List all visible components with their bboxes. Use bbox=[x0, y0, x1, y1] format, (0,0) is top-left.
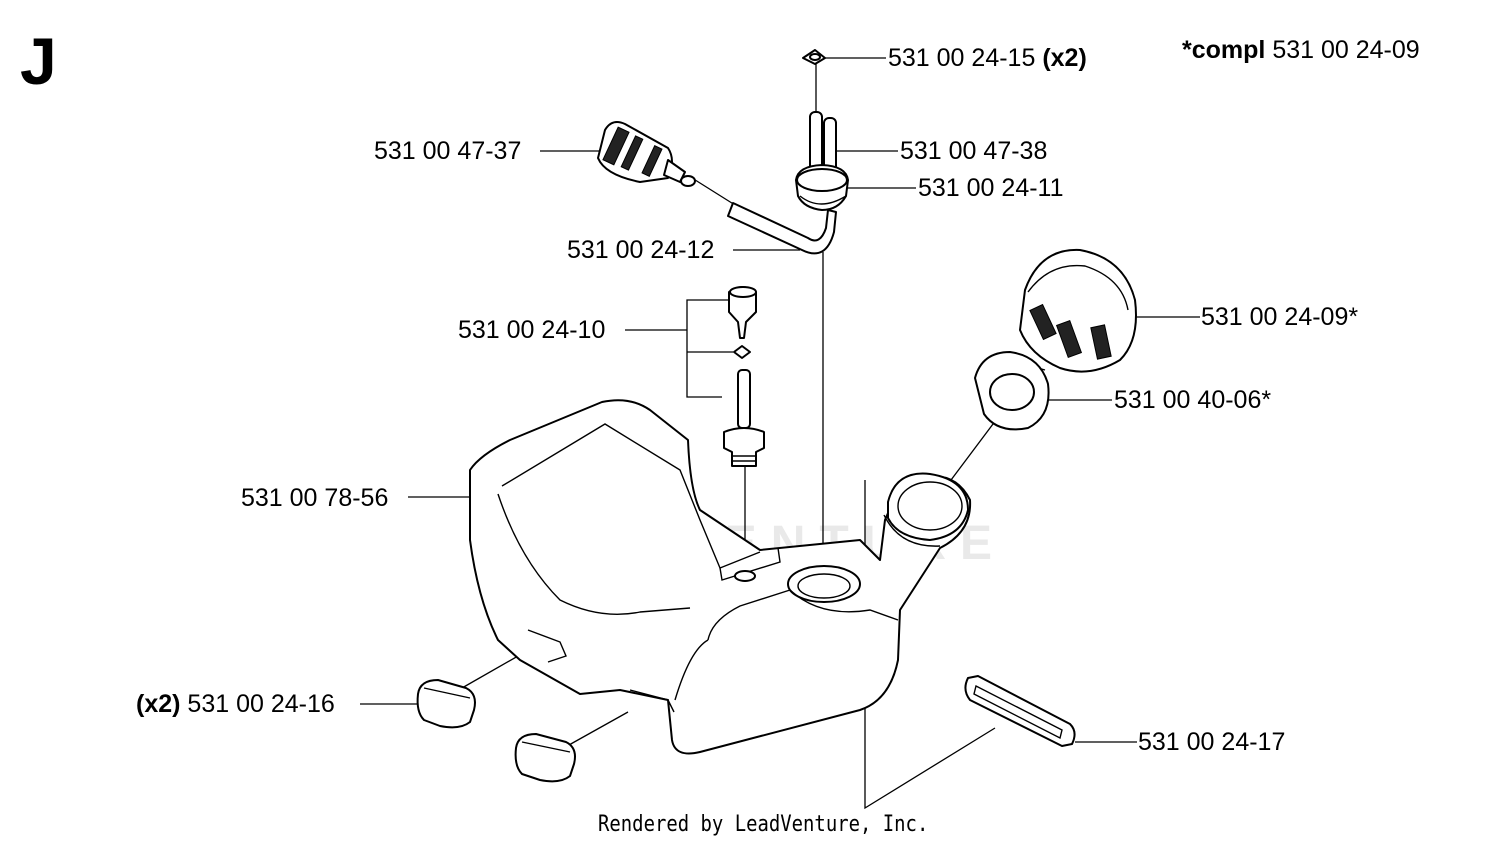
tank-bumper-part bbox=[416, 679, 576, 783]
part-number: 531 00 24-12 bbox=[567, 236, 715, 264]
fuel-cap-part bbox=[1019, 248, 1137, 373]
kit-note-prefix: *compl bbox=[1182, 36, 1266, 64]
quantity: (x2) bbox=[1042, 44, 1087, 72]
part-number: 531 00 47-38 bbox=[900, 137, 1048, 165]
grommet-and-tubes-part bbox=[795, 111, 849, 211]
callout-o-ring: 531 00 24-15 (x2) bbox=[888, 44, 1087, 72]
callout-tube: 531 00 47-38 bbox=[900, 137, 1047, 165]
part-number: 531 00 24-16 bbox=[187, 690, 335, 718]
callout-bumper: (x2) 531 00 24-16 bbox=[136, 690, 335, 718]
quantity: (x2) bbox=[136, 690, 181, 718]
callout-tank-gasket: 531 00 24-17 bbox=[1138, 728, 1285, 756]
fuel-tank-part bbox=[469, 399, 972, 755]
part-number: 531 00 47-37 bbox=[374, 137, 522, 165]
fuel-filter-part bbox=[597, 121, 696, 187]
callout-fuel-hose: 531 00 24-12 bbox=[567, 236, 714, 264]
tank-gasket-part bbox=[964, 675, 1076, 747]
callout-tank-vent: 531 00 24-10 bbox=[458, 316, 605, 344]
callout-fuel-filter: 531 00 47-37 bbox=[374, 137, 521, 165]
cap-gasket-part bbox=[974, 351, 1050, 431]
part-number: 531 00 24-10 bbox=[458, 316, 606, 344]
section-letter: J bbox=[20, 24, 57, 98]
footer-credit: Rendered by LeadVenture, Inc. bbox=[598, 812, 929, 837]
part-number: 531 00 24-17 bbox=[1138, 728, 1286, 756]
callout-fuel-tank: 531 00 78-56 bbox=[241, 484, 388, 512]
part-number: 531 00 24-15 bbox=[888, 44, 1036, 72]
callout-cap-gasket: 531 00 40-06* bbox=[1114, 386, 1271, 414]
callout-fuel-cap: 531 00 24-09* bbox=[1201, 303, 1358, 331]
fuel-hose-part bbox=[727, 202, 837, 255]
tank-vent-part bbox=[723, 286, 765, 467]
callout-grommet: 531 00 24-11 bbox=[918, 174, 1064, 202]
kit-note-number: 531 00 24-09 bbox=[1272, 36, 1420, 64]
kit-note: *compl 531 00 24-09 bbox=[1182, 36, 1420, 64]
part-number: 531 00 40-06* bbox=[1114, 386, 1272, 414]
o-ring-part bbox=[802, 49, 826, 65]
part-number: 531 00 78-56 bbox=[241, 484, 389, 512]
part-number: 531 00 24-11 bbox=[918, 174, 1064, 202]
part-number: 531 00 24-09* bbox=[1201, 303, 1359, 331]
